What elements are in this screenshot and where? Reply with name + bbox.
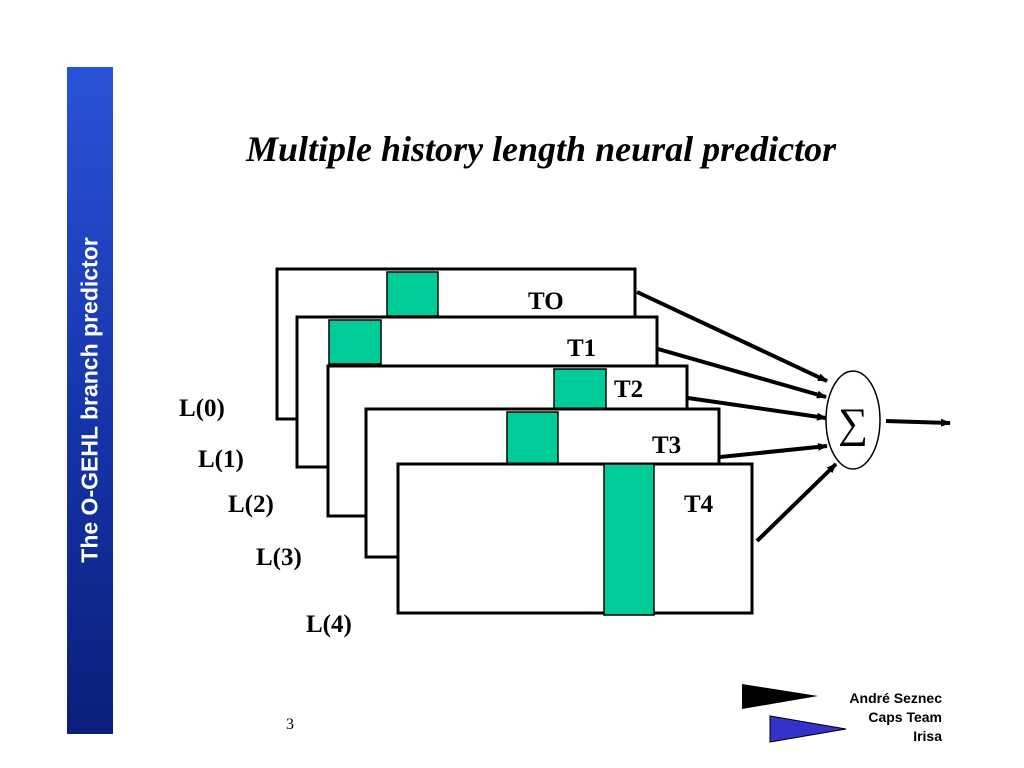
institute-name: Irisa [913,728,942,744]
table-t1-label: T1 [567,335,596,362]
sidebar-band [67,67,113,734]
team-name: Caps Team [868,709,942,725]
table-t3-label: T3 [652,432,681,459]
slide-title: Multiple history length neural predictor [246,129,837,169]
author-name: André Seznec [849,690,942,706]
summation-symbol: ∑ [838,401,868,447]
table-t3-entry [506,411,559,465]
output-arrow [885,418,951,427]
arrow-t0 [636,290,828,383]
arrow-t4 [755,462,838,543]
summation-node [825,370,881,470]
table-t2-entry [553,368,607,411]
history-label-l1: L(1) [198,446,244,473]
logo-black-pennant [742,684,818,709]
table-t0-entry [386,271,439,317]
table-t4-label: T4 [684,491,714,518]
summation-inputs [636,290,838,543]
arrow-t3 [719,442,828,459]
history-label-l2: L(2) [228,491,274,518]
table-t2-label: T2 [614,376,643,403]
page-number: 3 [286,716,294,733]
history-label-l3: L(3) [256,544,302,571]
history-label-l0: L(0) [179,395,225,422]
logo-blue-pennant [769,715,847,743]
history-label-l4: L(4) [306,611,352,638]
credits: André Seznec Caps Team Irisa [849,689,942,746]
table-t4: T4 [396,462,754,616]
arrow-t1 [657,347,827,399]
team-logo [742,684,847,743]
table-t0-label: TO [528,288,564,315]
table-t1-entry [328,319,382,365]
table-t4-entry [603,463,655,616]
arrow-t2 [687,396,827,421]
